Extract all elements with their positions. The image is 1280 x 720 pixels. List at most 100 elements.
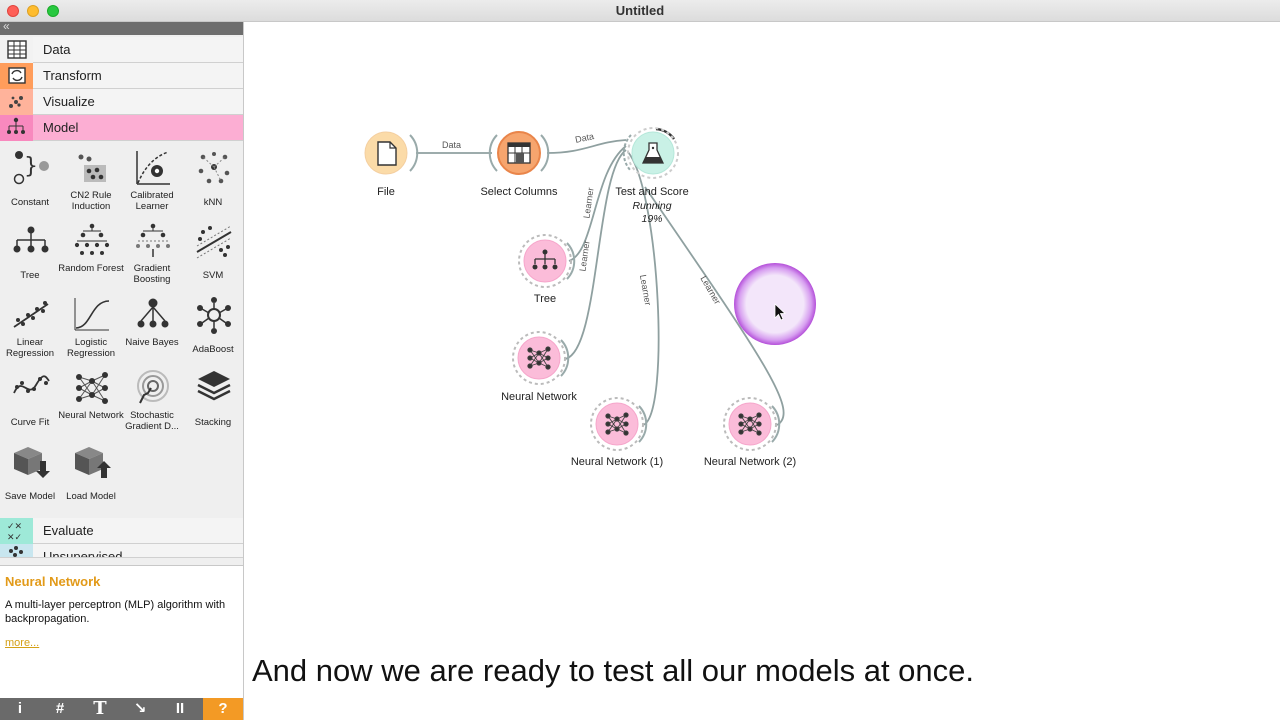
title-bar: Untitled — [0, 0, 1280, 22]
calibrated-learner-icon — [134, 149, 172, 187]
svm-icon — [195, 222, 233, 260]
video-subtitle: And now we are ready to test all our mod… — [252, 653, 975, 688]
node-file[interactable] — [364, 131, 419, 175]
category-unsupervised[interactable]: Unsupervised — [0, 544, 243, 558]
widget-label: Tree — [20, 270, 40, 281]
widget-cn2-rule-induction[interactable]: CN2 Rule Induction — [61, 149, 121, 212]
neural-network-icon — [605, 412, 629, 436]
info-button[interactable]: i — [0, 698, 40, 720]
widget-tree[interactable]: Tree — [0, 222, 60, 282]
category-data[interactable]: Data — [0, 37, 243, 63]
category-label: Evaluate — [43, 523, 94, 538]
naive-bayes-icon — [134, 296, 172, 334]
svg-text:✕✓: ✕✓ — [7, 533, 22, 543]
close-window-button[interactable] — [7, 5, 19, 17]
neural-network-icon — [73, 369, 111, 407]
widget-label: Load Model — [66, 491, 116, 502]
category-label: Data — [43, 42, 71, 57]
widget-stacking[interactable]: Stacking — [183, 369, 243, 429]
table-icon — [0, 37, 33, 63]
node-neural-network-2[interactable] — [723, 397, 781, 451]
node-neural-network-1[interactable] — [590, 397, 648, 451]
widget-label: Constant — [10, 197, 50, 208]
widget-linear-regression[interactable]: Linear Regression — [0, 296, 60, 359]
link-nn-test[interactable] — [564, 149, 627, 360]
knn-icon — [195, 149, 233, 187]
workflow-canvas[interactable]: Data Data Learner Learner Learner Learne… — [245, 22, 1280, 720]
neural-network-icon — [527, 346, 551, 370]
text-annotation-button[interactable]: T — [80, 698, 120, 720]
cn2-rule-icon — [73, 149, 111, 187]
category-evaluate[interactable]: ✓✕✕✓ Evaluate — [0, 518, 243, 544]
info-icon: i — [17, 700, 23, 717]
widget-calibrated-learner[interactable]: Calibrated Learner — [122, 149, 182, 212]
stacking-icon — [195, 369, 233, 407]
collapse-toolbox-button[interactable]: « — [0, 19, 243, 35]
node-neural-network[interactable] — [512, 331, 570, 385]
category-transform[interactable]: Transform — [0, 63, 243, 89]
svg-text:}: } — [24, 154, 38, 179]
help-panel: Neural Network A multi-layer perceptron … — [0, 565, 243, 698]
category-visualize[interactable]: Visualize — [0, 89, 243, 115]
help-button[interactable]: ? — [203, 698, 243, 720]
link-tree-test[interactable] — [568, 145, 627, 262]
node-status-running: Running — [632, 200, 672, 212]
link-nn1-test[interactable] — [627, 151, 660, 426]
widget-logistic-regression[interactable]: Logistic Regression — [61, 296, 121, 359]
pause-button[interactable]: II — [160, 698, 200, 720]
link-label: Data — [442, 140, 462, 150]
widget-label: Logistic Regression — [66, 337, 116, 359]
widget-knn[interactable]: kNN — [183, 149, 243, 209]
save-model-icon — [12, 443, 50, 481]
widget-toolbox: « Data Transform Visualize Model } Const… — [0, 19, 244, 720]
zoom-window-button[interactable] — [47, 5, 59, 17]
widget-stochastic-gradient-descent[interactable]: Stochastic Gradient D... — [122, 369, 182, 432]
model-widget-grid: } Constant CN2 Rule Induction Calibrated… — [0, 142, 243, 516]
widget-neural-network[interactable]: Neural Network — [58, 369, 124, 429]
widget-label: SVM — [202, 270, 224, 281]
text-icon: T — [93, 698, 107, 719]
arrow-annotation-button[interactable]: ↘ — [120, 698, 160, 720]
widget-constant[interactable]: } Constant — [0, 149, 60, 209]
scatter-icon — [0, 89, 33, 115]
category-model[interactable]: Model — [0, 115, 243, 141]
tree-icon — [0, 115, 33, 141]
node-test-and-score[interactable] — [622, 127, 679, 179]
widget-adaboost[interactable]: AdaBoost — [183, 296, 243, 356]
widget-gradient-boosting[interactable]: Gradient Boosting — [122, 222, 182, 285]
help-more-link[interactable]: more... — [5, 637, 40, 649]
node-status-progress: 19% — [641, 213, 663, 225]
link-select-test[interactable] — [546, 139, 627, 154]
minimize-window-button[interactable] — [27, 5, 39, 17]
cluster-icon — [0, 544, 33, 557]
select-columns-icon — [507, 142, 531, 164]
link-nn2-test[interactable] — [644, 186, 785, 426]
node-select-columns[interactable] — [488, 131, 550, 175]
transform-icon — [0, 63, 33, 89]
window-title: Untitled — [615, 3, 665, 18]
curve-fit-icon — [12, 369, 50, 407]
load-model-icon — [73, 443, 111, 481]
evaluate-icon: ✓✕✕✓ — [0, 518, 33, 544]
node-tree[interactable] — [518, 234, 576, 288]
widget-label: Linear Regression — [5, 337, 55, 359]
widget-label: Stacking — [194, 417, 232, 428]
grid-icon: # — [55, 700, 65, 717]
grid-button[interactable]: # — [40, 698, 80, 720]
widget-random-forest[interactable]: Random Forest — [58, 222, 124, 282]
sgd-icon — [134, 369, 172, 407]
widget-naive-bayes[interactable]: Naive Bayes — [122, 296, 182, 356]
node-label-neural-network-1: Neural Network (1) — [570, 456, 664, 468]
widget-curve-fit[interactable]: Curve Fit — [0, 369, 60, 429]
adaboost-icon — [195, 296, 233, 334]
widget-label: Curve Fit — [10, 417, 50, 428]
tree-icon — [12, 222, 50, 260]
node-label-neural-network-2: Neural Network (2) — [703, 456, 797, 468]
double-chevron-left-icon: « — [3, 19, 10, 33]
help-description: A multi-layer perceptron (MLP) algorithm… — [5, 599, 226, 625]
widget-label: kNN — [203, 197, 223, 208]
widget-load-model[interactable]: Load Model — [61, 443, 121, 503]
widget-label: Random Forest — [58, 263, 124, 274]
widget-save-model[interactable]: Save Model — [0, 443, 60, 503]
widget-svm[interactable]: SVM — [183, 222, 243, 282]
